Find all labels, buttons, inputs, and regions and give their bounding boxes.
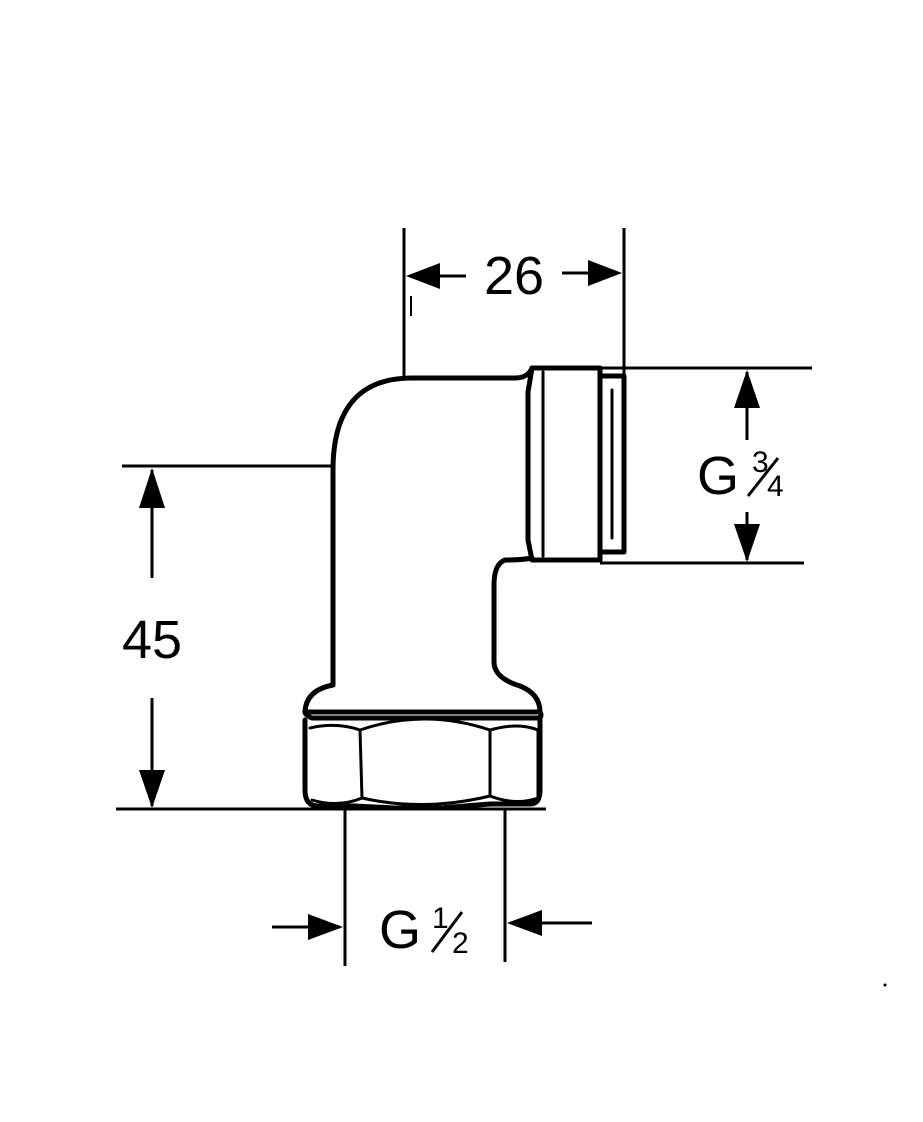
hex-nut-left-facet (308, 723, 364, 805)
height-arrow-bottom (139, 770, 165, 808)
bottom-thread-numerator: 1 (432, 902, 449, 935)
side-thread-arrow-bottom (734, 524, 760, 562)
dimension-bottom-thread: G 1 2 (272, 809, 592, 966)
width-label: 26 (484, 246, 544, 306)
width-arrow-right (588, 260, 622, 286)
elbow-body-outline (330, 365, 535, 688)
elbow-fitting (302, 365, 627, 811)
width-arrow-left (406, 263, 440, 289)
bottom-thread-fraction-bar (430, 911, 464, 953)
height-arrow-top (139, 468, 165, 508)
dimension-height: 45 (116, 464, 546, 811)
dimension-width: 26 (402, 228, 626, 380)
bottom-thread-arrow-left (308, 914, 343, 940)
scan-speck (883, 983, 887, 987)
side-outlet-collar (525, 365, 603, 563)
dimension-side-thread: G 3 4 (600, 366, 812, 565)
side-thread-numerator: 3 (752, 446, 769, 479)
elbow-lower-flare (302, 682, 336, 715)
side-outlet-ring (597, 373, 627, 555)
hex-nut-body (302, 717, 543, 811)
hex-nut-center-facet (358, 717, 492, 806)
bottom-thread-arrow-right (507, 910, 542, 936)
side-thread-arrow-top (734, 370, 760, 408)
height-label: 45 (122, 610, 182, 670)
hex-nut-right-facet (488, 724, 540, 803)
side-thread-fraction-bar (746, 457, 780, 497)
hex-nut-outline (302, 709, 544, 721)
side-thread-prefix: G (697, 446, 739, 506)
side-thread-denominator: 4 (767, 470, 784, 503)
elbow-inner-contour (491, 555, 543, 715)
bottom-thread-denominator: 2 (452, 927, 469, 960)
bottom-thread-prefix: G (379, 900, 421, 960)
